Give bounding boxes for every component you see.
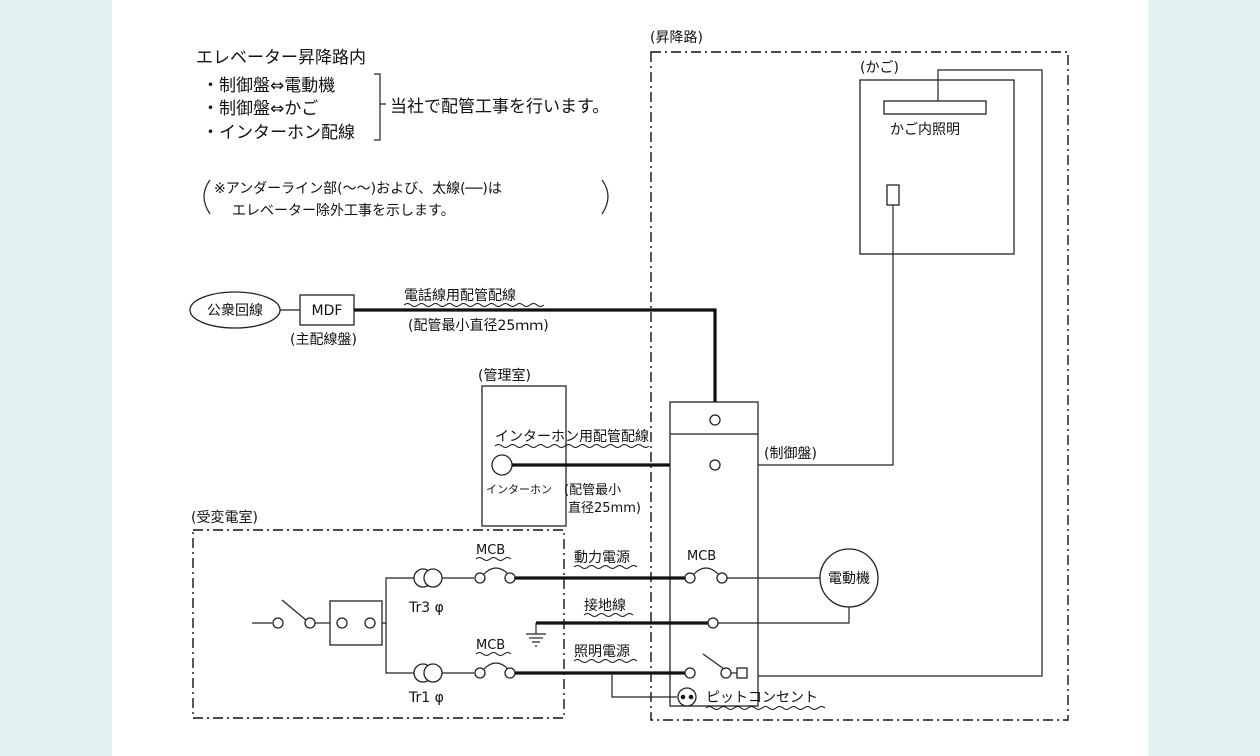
mcb2-underline (475, 652, 512, 656)
cage-light-cable (742, 69, 1043, 677)
note-item-2: ・制御盤⇔かご (202, 99, 318, 119)
mdf-label: MDF (312, 303, 343, 319)
main-breaker-terminal-b (364, 617, 376, 629)
cp-lighting-outlet (736, 667, 748, 679)
phone-conduit-label: 電話線用配管配線 (404, 287, 516, 304)
cp-terminal-ground (707, 617, 719, 629)
mcb1-contact (483, 567, 509, 575)
note-bracket (374, 73, 386, 141)
pit-outlet-label: ピットコンセント (706, 690, 818, 706)
mdf-caption: (主配線盤) (290, 332, 357, 348)
cp-terminal-phone (709, 414, 721, 426)
note-item-1: ・制御盤⇔電動機 (202, 76, 335, 96)
control-room-label: (管理室) (478, 367, 531, 384)
cage-terminal (886, 184, 900, 206)
phone-conduit-note: (配管最小直径25ｍｍ) (408, 317, 549, 334)
tr3-label: Tr3 φ (408, 600, 444, 616)
mcb2-label: MCB (476, 638, 505, 653)
phone-line (354, 308, 717, 415)
phone-conduit-underline (403, 303, 545, 307)
control-panel-label: (制御盤) (764, 446, 817, 462)
intercom-conduit-underline (494, 444, 650, 448)
cp-lighting-terminal-b (720, 667, 732, 679)
power-label: 動力電源 (574, 550, 630, 566)
note-title: エレベーター昇降路内 (196, 48, 366, 68)
cage-light-fixture (883, 100, 987, 115)
tr1-label: Tr1 φ (408, 690, 444, 706)
cp-terminal-intercom (709, 459, 721, 471)
mcb3-terminal-a (684, 572, 696, 584)
remark-line-2: エレベーター除外工事を示します。 (232, 203, 455, 219)
cage-control-cable (720, 205, 894, 466)
intercom-unit (491, 454, 513, 476)
motor-ground-wire (718, 607, 850, 624)
intercom-conduit-label: インターホン用配管配線 (495, 429, 649, 445)
mcb2-terminal-a (474, 667, 486, 679)
ground-label: 接地線 (584, 597, 626, 614)
cage-light-label: かご内照明 (890, 122, 960, 138)
mcb1-underline (475, 557, 512, 561)
public-line-label: 公衆回線 (207, 303, 263, 319)
mdf-box (299, 294, 355, 326)
mcb1-terminal-b (504, 572, 516, 584)
main-switch-terminal-b (304, 617, 316, 629)
remark-paren-right (601, 179, 609, 215)
pit-outlet-wire (611, 673, 677, 698)
cage-label: (かご) (860, 60, 899, 76)
pit-outlet-underline (705, 706, 826, 710)
mcb2-contact (483, 662, 509, 670)
control-room-box (481, 385, 567, 527)
main-switch-blade (281, 599, 307, 621)
tr1-coil-b (423, 663, 443, 683)
mcb2-terminal-b (504, 667, 516, 679)
control-panel-box (669, 401, 759, 707)
wiring-diagram: エレベーター昇降路内 ・制御盤⇔電動機 ・制御盤⇔かご ・インターホン配線 当社… (189, 30, 1069, 721)
mcb1-terminal-a (474, 572, 486, 584)
note-item-3: ・インターホン配線 (202, 123, 355, 143)
intercom-label: インターホン (486, 483, 552, 496)
mcb3-label: MCB (687, 549, 716, 564)
power-underline (573, 565, 638, 569)
ground-underline (583, 613, 634, 617)
lighting-label: 照明電源 (574, 644, 630, 660)
cp-lighting-terminal-a (684, 667, 696, 679)
remark-line-1: ※アンダーライン部(〜〜)および、太線(──)は (214, 181, 502, 197)
pit-outlet-hole-a (680, 694, 686, 700)
pit-outlet-hole-b (688, 694, 694, 700)
shaft-boundary (650, 51, 1069, 721)
cp-lighting-switch (702, 653, 725, 670)
note-side-text: 当社で配管工事を行います。 (390, 97, 609, 117)
main-breaker-terminal-a (336, 617, 348, 629)
shaft-label: (昇降路) (650, 30, 703, 46)
intercom-note-2: 直径25mm) (568, 501, 641, 516)
mcb3-terminal-b (716, 572, 728, 584)
motor-label: 電動機 (828, 571, 870, 587)
lighting-underline (573, 659, 638, 663)
intercom-note-1: (配管最小 (564, 483, 621, 498)
mcb3-contact (693, 567, 719, 575)
tr3-coil-b (423, 568, 443, 588)
main-switch-terminal-a (272, 617, 284, 629)
bus-branch (382, 577, 414, 674)
substation-label: (受変電室) (191, 509, 258, 526)
pit-outlet (677, 687, 697, 707)
remark-paren-left (203, 179, 211, 215)
page: エレベーター昇降路内 ・制御盤⇔電動機 ・制御盤⇔かご ・インターホン配線 当社… (112, 0, 1148, 756)
mcb1-label: MCB (476, 543, 505, 558)
